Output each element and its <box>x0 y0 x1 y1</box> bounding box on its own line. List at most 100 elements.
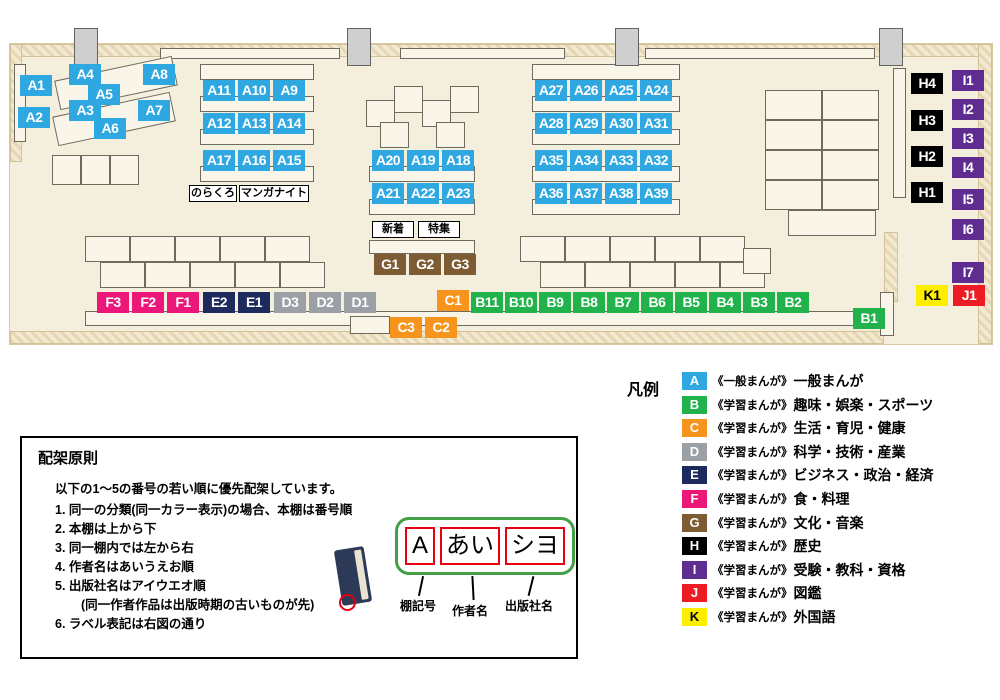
shelf-label-i4: I4 <box>952 157 984 178</box>
shelf-label-a34: A34 <box>570 150 602 171</box>
legend-chip-j: J <box>682 584 707 603</box>
legend-series: 《学習まんが》 <box>712 470 793 483</box>
shelf-label-a27: A27 <box>535 80 567 101</box>
legend-chip-f: F <box>682 489 707 508</box>
shelf-label-a22: A22 <box>407 183 439 204</box>
shelf-block <box>235 262 280 288</box>
shelf-label-a32: A32 <box>640 150 672 171</box>
leader-line <box>471 575 475 601</box>
shelf-block <box>220 236 265 262</box>
shelf-label-c2: C2 <box>425 317 457 338</box>
shelf-label-b8: B8 <box>573 292 605 313</box>
legend-series: 《学習まんが》 <box>712 564 793 577</box>
shelf-block <box>450 86 479 113</box>
legend-category: 図鑑 <box>793 585 822 602</box>
legend-row-i: I《学習まんが》受験・教科・資格 <box>682 560 934 579</box>
shelf-block <box>110 155 139 185</box>
principles-intro: 以下の1〜5の番号の若い順に優先配架しています。 <box>55 482 343 496</box>
shelf-label-h2: H2 <box>911 146 943 167</box>
legend-chip-g: G <box>682 513 707 532</box>
shelf-block <box>532 64 680 80</box>
shelf-block <box>743 248 771 274</box>
legend-row-e: E《学習まんが》ビジネス・政治・経済 <box>682 466 934 485</box>
legend-row-h: H《学習まんが》歴史 <box>682 537 934 556</box>
shelf-block <box>265 236 310 262</box>
shelf-block <box>765 150 822 180</box>
shelf-block <box>765 180 822 210</box>
legend-row-k: K《学習まんが》外国語 <box>682 607 934 626</box>
shelf-label-b6: B6 <box>641 292 673 313</box>
annotation-shelf-code: 棚記号 <box>400 599 437 613</box>
principles-title: 配架原則 <box>38 450 99 467</box>
shelf-label-a9: A9 <box>273 80 305 101</box>
shelf-block <box>394 86 423 113</box>
shelf-label-b2: B2 <box>777 292 809 313</box>
legend-title: 凡例 <box>627 382 660 399</box>
shelf-label-a11: A11 <box>203 80 235 101</box>
shelf-label-j1: J1 <box>953 285 985 306</box>
shelf-block <box>822 90 879 120</box>
shelf-label-i3: I3 <box>952 128 984 149</box>
legend-series: 《学習まんが》 <box>712 493 793 506</box>
shelf-block <box>81 155 110 185</box>
shelf-block <box>655 236 700 262</box>
shelf-label-a17: A17 <box>203 150 235 171</box>
legend-category: 趣味・娯楽・スポーツ <box>793 396 934 413</box>
shelf-block <box>380 122 409 148</box>
legend-row-f: F 《学習まんが》食・料理 <box>682 489 934 508</box>
principles-rule: 5. 出版社名はアイウエオ順 <box>55 579 206 593</box>
shelf-label-a18: A18 <box>442 150 474 171</box>
shelf-label-g1: G1 <box>374 254 406 275</box>
legend-category: 科学・技術・産業 <box>793 443 906 460</box>
legend-series: 《学習まんが》 <box>712 399 793 412</box>
shelf-label-e2: E2 <box>203 292 235 313</box>
leader-line <box>527 576 535 596</box>
shelf-block <box>436 122 465 148</box>
shelf-label-f2: F2 <box>132 292 164 313</box>
legend-chip-b: B <box>682 395 707 414</box>
shelf-label-b11: B11 <box>471 292 503 313</box>
shelf-label-a8: A8 <box>143 64 175 85</box>
shelf-block <box>765 120 822 150</box>
label-example: A あい シヨ <box>395 517 575 575</box>
legend-category: 外国語 <box>793 608 836 625</box>
shelf-block <box>130 236 175 262</box>
shelf-label-a33: A33 <box>605 150 637 171</box>
legend-category: 食・料理 <box>793 490 850 507</box>
legend-chip-i: I <box>682 560 707 579</box>
legend-row-a: A《一般まんが》一般まんが <box>682 372 934 390</box>
annotation-author: 作者名 <box>452 604 489 618</box>
shelf-label-a39: A39 <box>640 183 672 204</box>
shelf-label-a37: A37 <box>570 183 602 204</box>
legend-category: 文化・音楽 <box>793 514 864 531</box>
shelf-block <box>369 240 475 254</box>
shelf-label-a15: A15 <box>273 150 305 171</box>
shelf-label-c3: C3 <box>390 317 422 338</box>
legend-series: 《学習まんが》 <box>712 541 793 554</box>
shelf-block <box>190 262 235 288</box>
shelf-label-a38: A38 <box>605 183 637 204</box>
shelf-block <box>630 262 675 288</box>
map-note: 特集 <box>418 221 460 238</box>
shelf-label-a21: A21 <box>372 183 404 204</box>
shelf-block <box>645 48 875 59</box>
shelf-label-a12: A12 <box>203 113 235 134</box>
shelf-label-a2: A2 <box>18 107 50 128</box>
shelf-label-b10: B10 <box>505 292 537 313</box>
principles-rule: 3. 同一棚内では左から右 <box>55 541 194 555</box>
legend-chip-h: H <box>682 537 707 556</box>
shelf-block <box>280 262 325 288</box>
shelf-label-i7: I7 <box>952 262 984 283</box>
shelf-label-b9: B9 <box>539 292 571 313</box>
shelf-label-a16: A16 <box>238 150 270 171</box>
map-note: のらくろ <box>189 185 237 202</box>
shelf-label-i1: I1 <box>952 70 984 91</box>
shelf-label-a36: A36 <box>535 183 567 204</box>
label-author: あい <box>440 527 500 565</box>
shelf-label-c1: C1 <box>437 290 469 311</box>
shelf-label-a24: A24 <box>640 80 672 101</box>
legend-series: 《学習まんが》 <box>712 611 793 624</box>
pillar <box>615 28 639 66</box>
